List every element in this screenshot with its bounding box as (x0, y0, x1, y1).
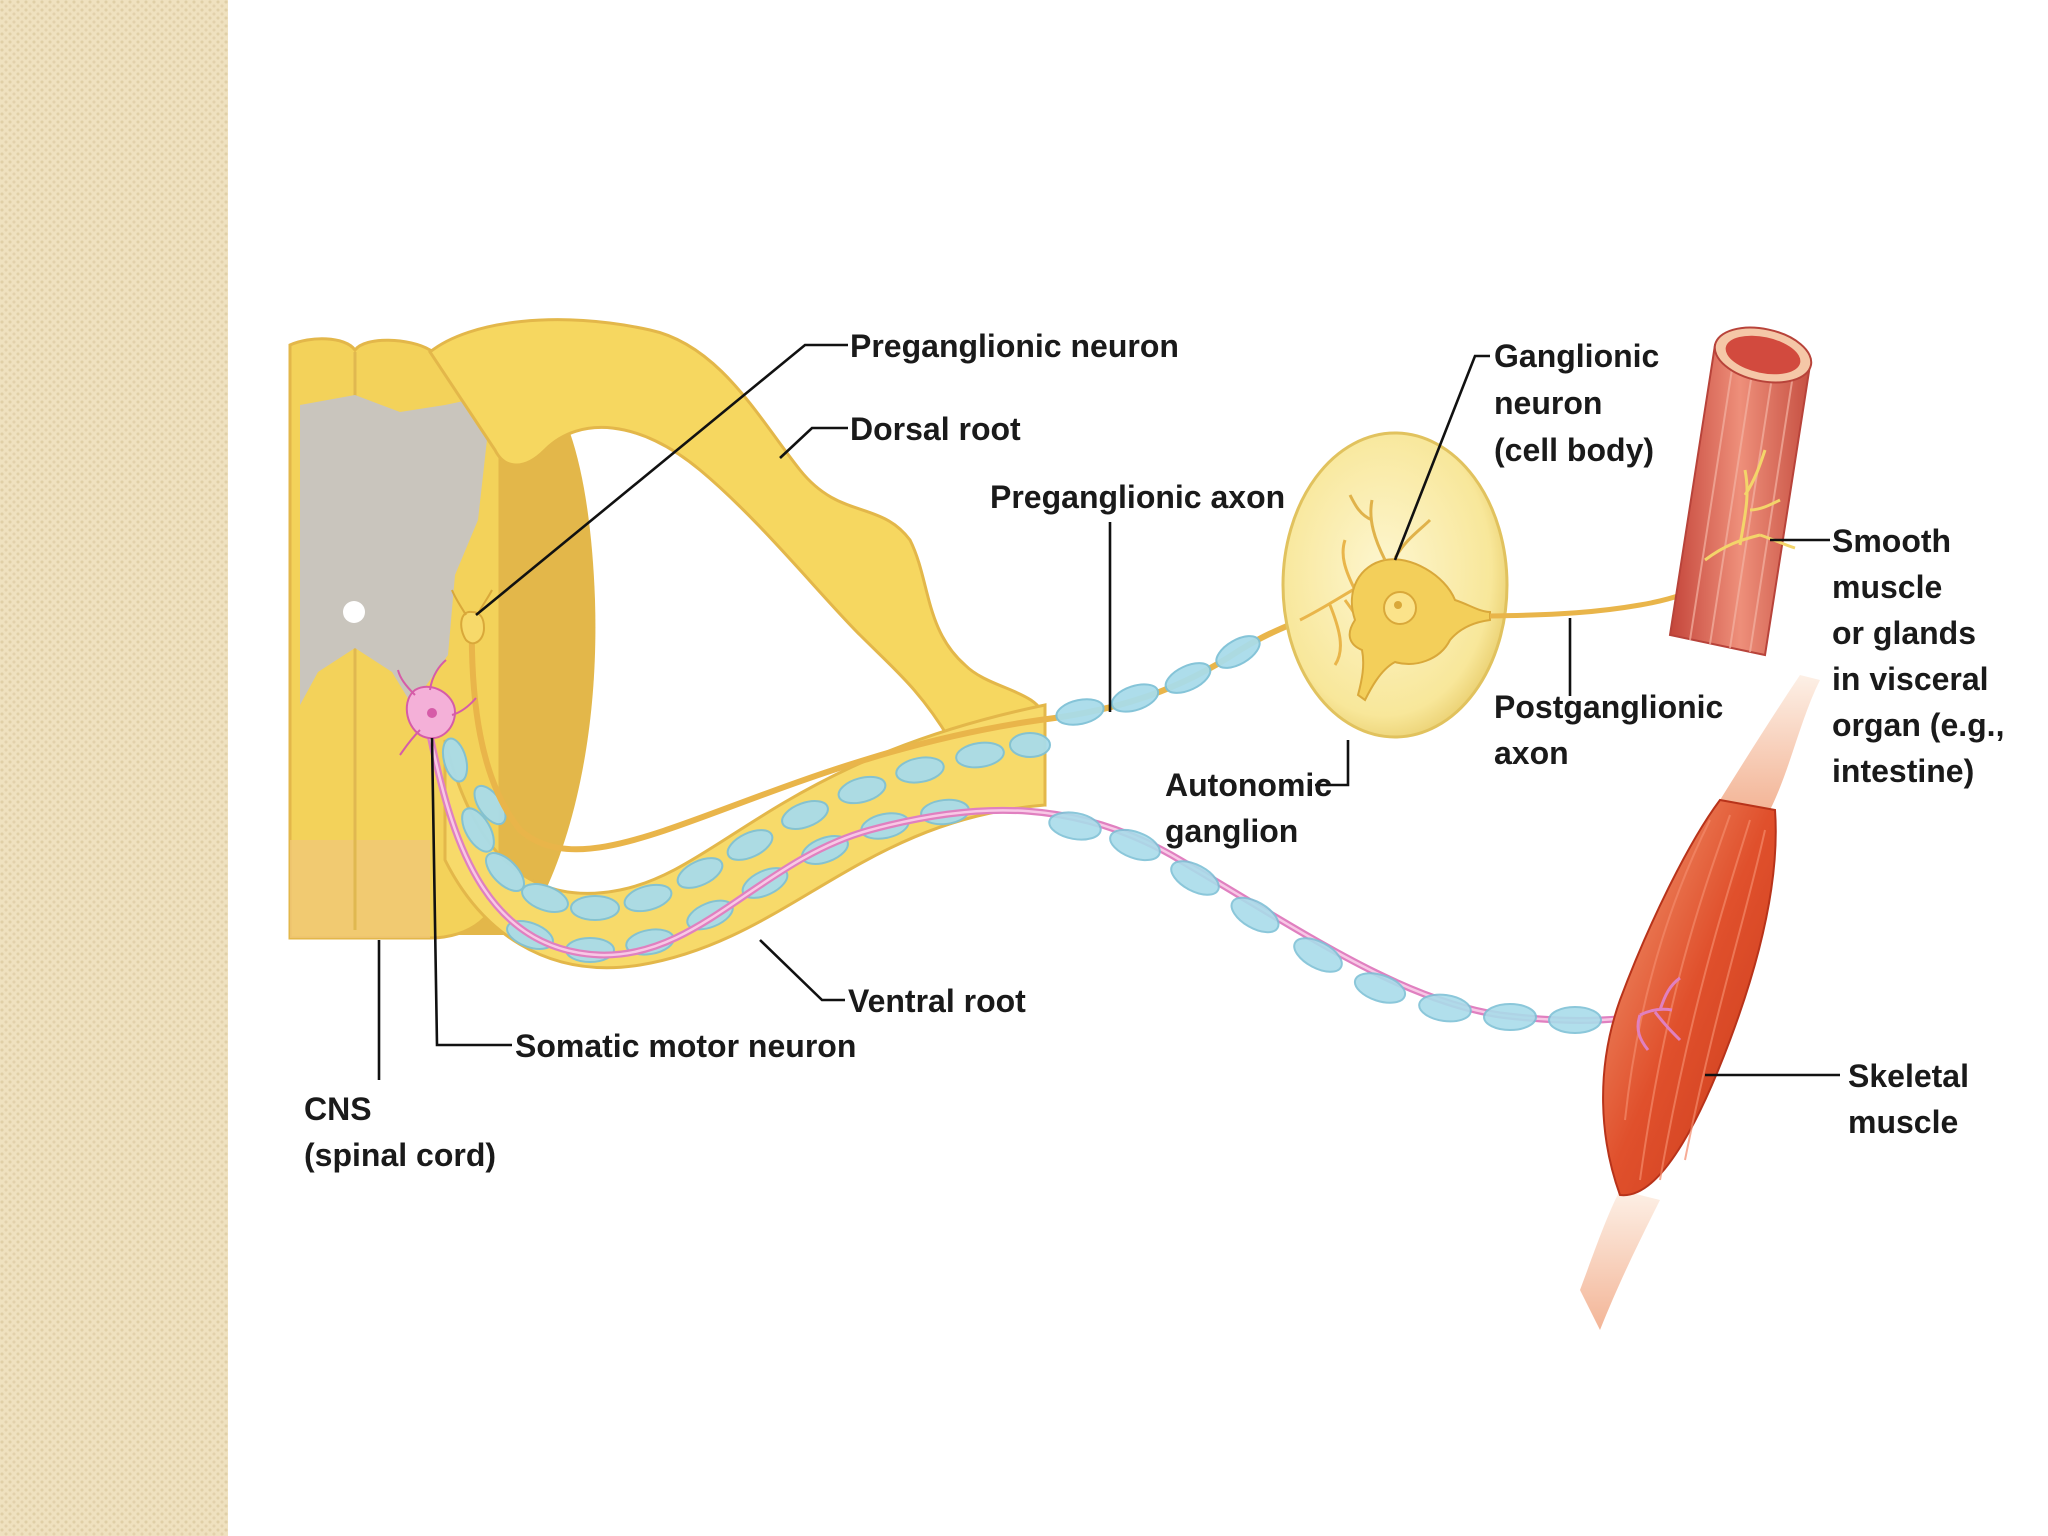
leader-dorsal-root (779, 426, 848, 459)
leader-ventral-root (759, 939, 845, 1002)
label-smooth-muscle-line-6: intestine) (1832, 753, 1974, 789)
sidebar-texture (0, 0, 228, 1536)
autonomic-ganglion (1281, 431, 1509, 739)
label-postganglionic-axon-line-2: axon (1494, 735, 1569, 771)
gray-matter (300, 395, 492, 705)
leader-lines (377, 343, 1840, 1080)
central-canal (343, 601, 365, 623)
somatic-motor-axon (426, 734, 1676, 1024)
somatic-axon-myelin (1048, 811, 1602, 1034)
label-ventral-root: Ventral root (848, 983, 1026, 1019)
skeletal-muscle (1580, 675, 1820, 1330)
anatomy-diagram: Preganglionic neuron Dorsal root Pregang… (288, 318, 2004, 1330)
label-smooth-muscle-line-2: muscle (1832, 569, 1942, 605)
somatic-motor-neuron (397, 659, 477, 756)
label-ganglionic-neuron-line-2: neuron (1494, 385, 1602, 421)
ganglionic-neuron-cell-body (1348, 558, 1491, 702)
preganglionic-myelin (1055, 635, 1261, 726)
leader-autonomic-ganglion (1315, 740, 1350, 787)
label-smooth-muscle-line-5: organ (e.g., (1832, 707, 2004, 743)
label-ganglionic-neuron-line-3: (cell body) (1494, 432, 1654, 468)
label-smooth-muscle-line-1: Smooth (1832, 523, 1951, 559)
label-postganglionic-axon-line-1: Postganglionic (1494, 689, 1723, 725)
smooth-muscle (1668, 326, 1813, 657)
label-cns-line-2: (spinal cord) (304, 1137, 496, 1173)
label-smooth-muscle-line-4: in visceral (1832, 661, 1989, 697)
leader-somatic-motor-neuron (430, 737, 512, 1047)
label-somatic-motor-neuron: Somatic motor neuron (515, 1028, 856, 1064)
label-ganglionic-neuron-line-1: Ganglionic (1494, 338, 1659, 374)
slide-content: Preganglionic neuron Dorsal root Pregang… (228, 0, 2048, 1536)
label-smooth-muscle-line-3: or glands (1832, 615, 1976, 651)
label-autonomic-ganglion-line-1: Autonomic (1165, 767, 1332, 803)
label-skeletal-muscle-line-2: muscle (1848, 1104, 1958, 1140)
label-autonomic-ganglion-line-2: ganglion (1165, 813, 1298, 849)
label-cns-line-1: CNS (304, 1091, 372, 1127)
leader-ganglionic-neuron (1393, 354, 1490, 561)
preganglionic-neuron (451, 589, 493, 645)
label-skeletal-muscle-line-1: Skeletal (1848, 1058, 1969, 1094)
label-preganglionic-axon: Preganglionic axon (990, 479, 1285, 515)
spinal-cord-lower-segment (290, 840, 430, 938)
label-dorsal-root: Dorsal root (850, 411, 1021, 447)
leader-preganglionic-neuron (475, 343, 848, 617)
label-preganglionic-neuron: Preganglionic neuron (850, 328, 1179, 364)
